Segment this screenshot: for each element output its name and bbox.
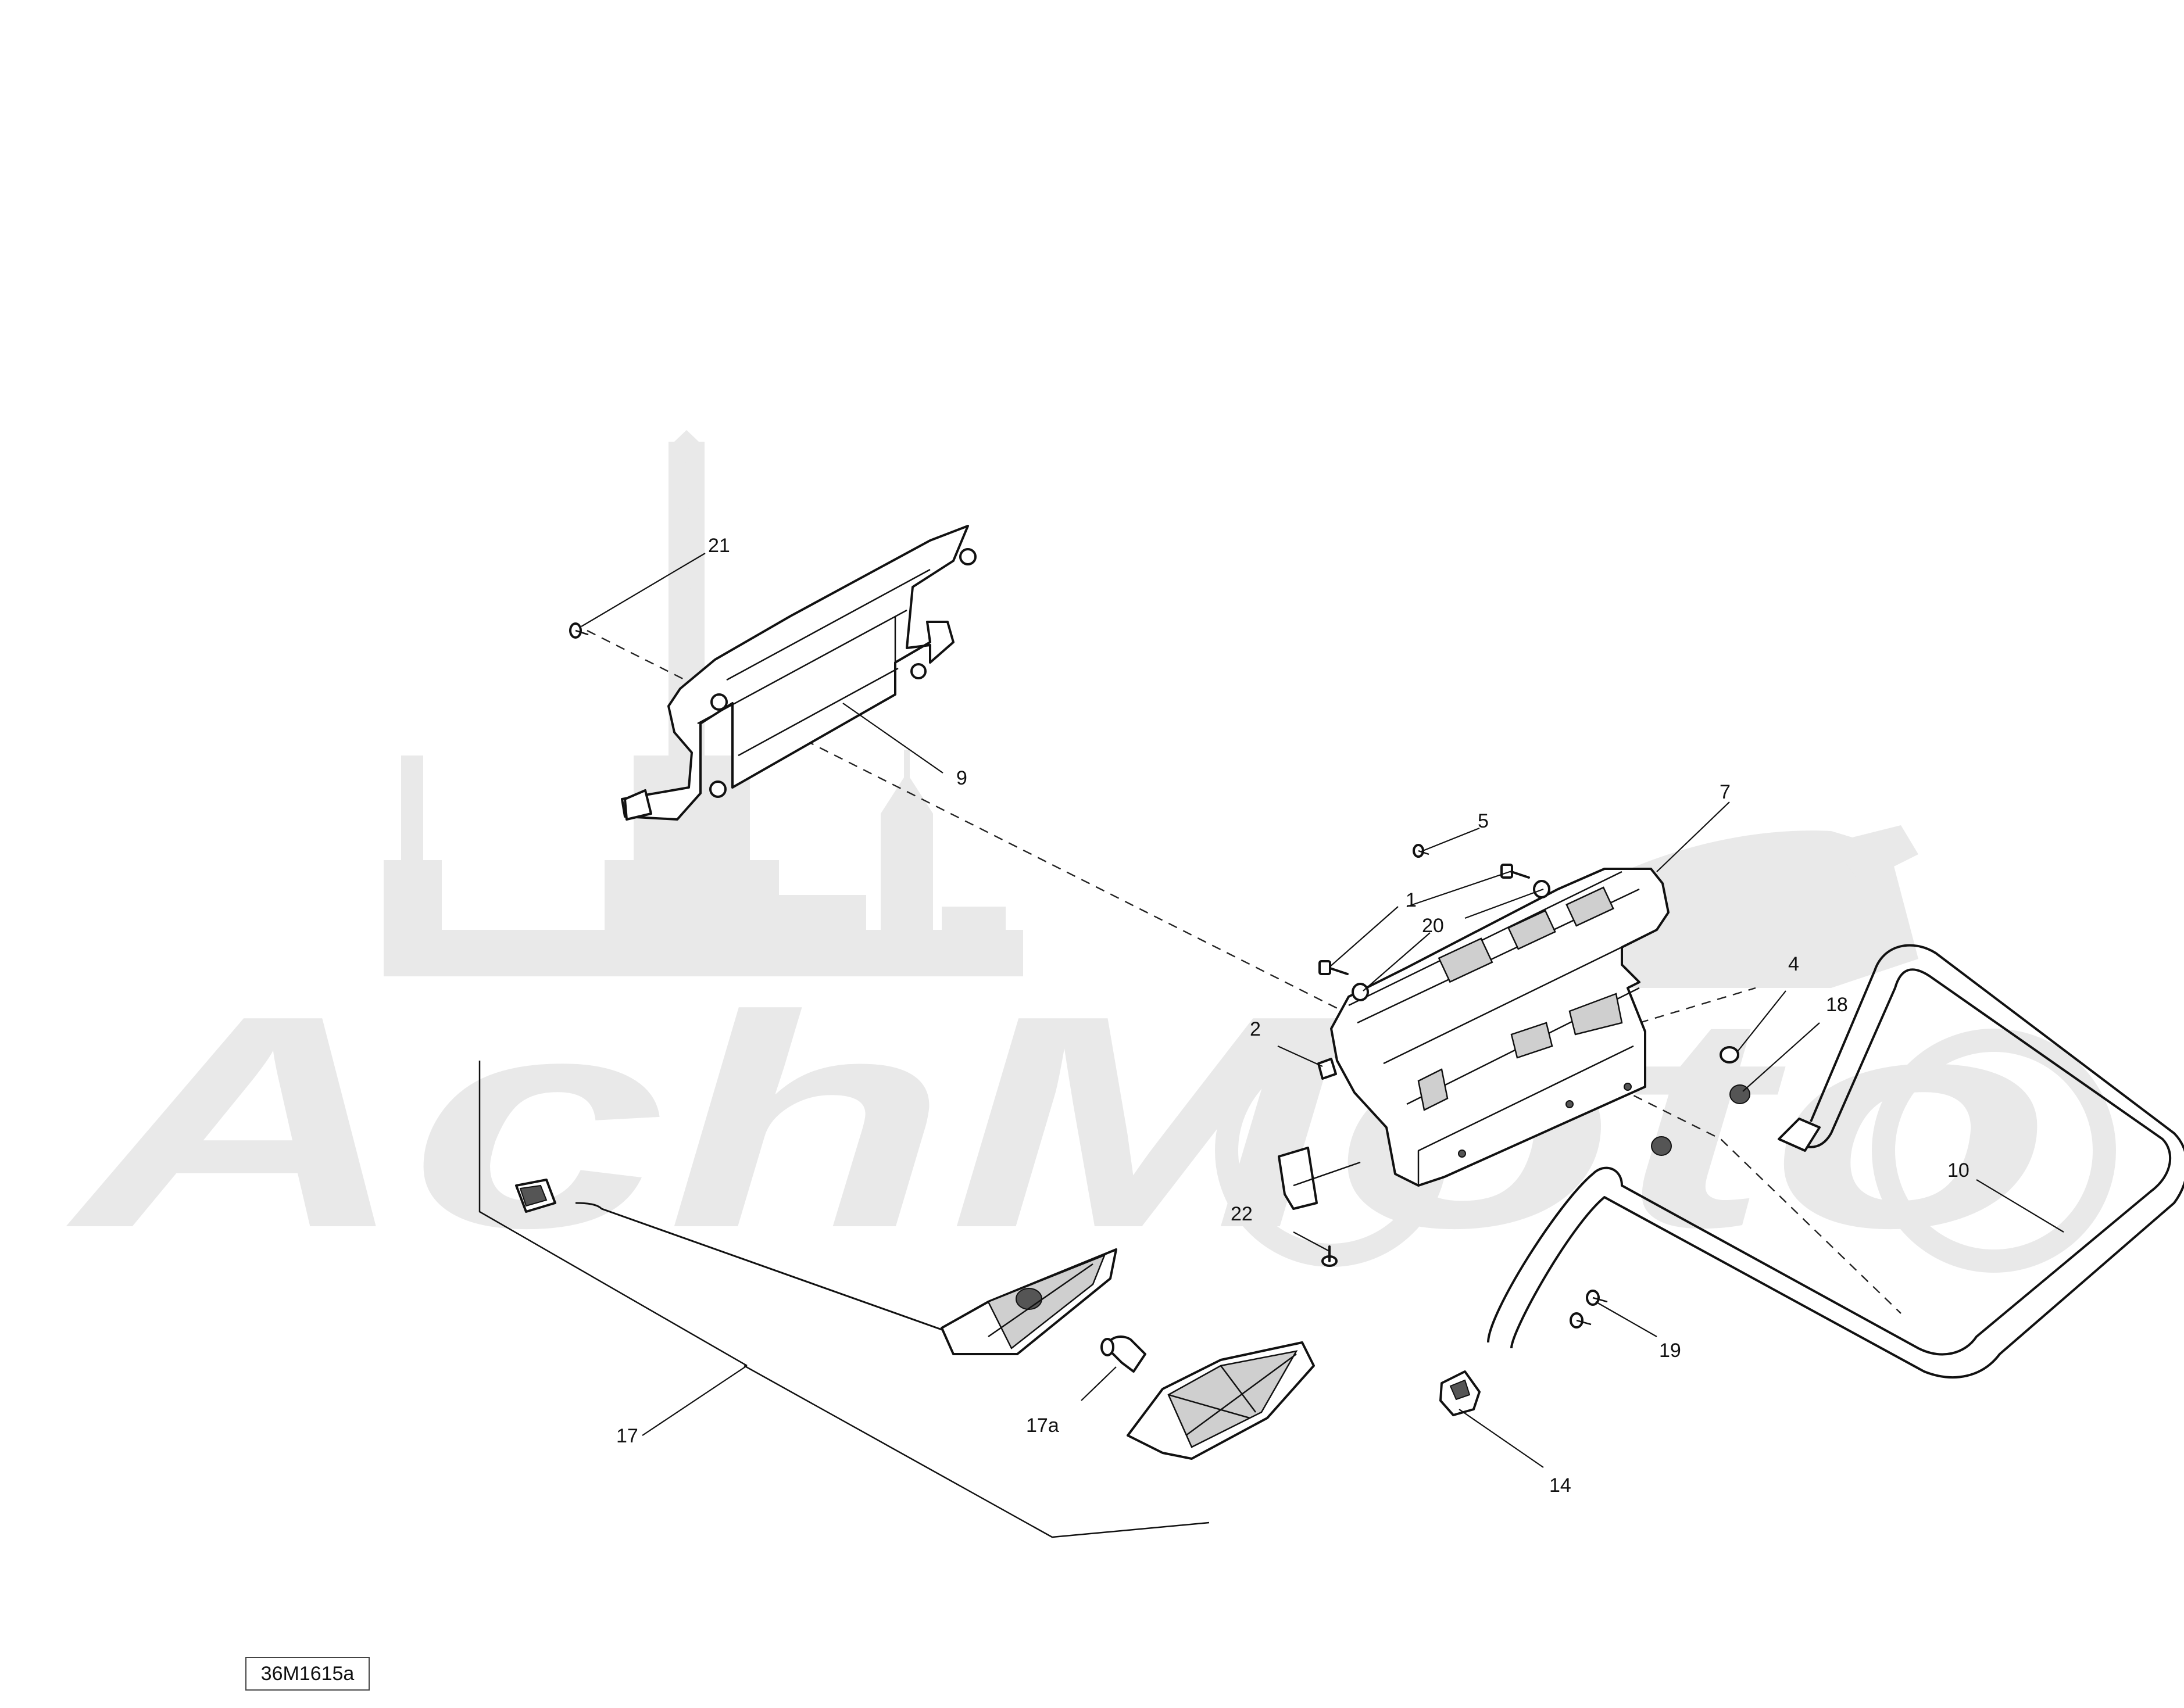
callout-labels: 21 9 5 7 1 20 4 18 2 10 22 19 17a 17 14 [616,535,1969,1496]
part-17-turn-signal [515,1179,1117,1355]
part-9-bracket [621,525,977,821]
callout-18: 18 [1826,994,1848,1016]
part-17a-bulb [1100,1335,1146,1373]
part-lens [1127,1341,1315,1460]
part-10-grab-handle [1487,944,2184,1378]
callout-1: 1 [1406,889,1417,911]
callout-7: 7 [1720,781,1731,803]
callout-19: 19 [1659,1340,1681,1362]
part-22-screw [1321,1245,1338,1267]
part-21-pin [569,622,589,639]
callout-20: 20 [1422,915,1444,937]
callout-22: 22 [1231,1203,1253,1225]
watermark-spire [681,433,692,639]
part-4-nut [1720,1046,1739,1064]
part-2-clip [1317,1058,1337,1080]
callout-21: 21 [708,535,730,557]
callout-17a: 17a [1026,1415,1059,1437]
callout-2: 2 [1250,1018,1261,1040]
leader-lines [581,553,2064,1468]
part-7-housing [1278,868,1670,1210]
callout-14: 14 [1549,1474,1571,1496]
callout-4: 4 [1788,953,1799,975]
callout-10: 10 [1947,1159,1969,1181]
diagram-reference-code: 36M1615a [245,1657,370,1691]
assembly-axis-line-2 [1639,987,1756,1024]
callout-17: 17 [616,1425,638,1447]
callout-9: 9 [956,767,967,789]
callout-5: 5 [1478,810,1489,832]
part-19-screws [1570,1290,1608,1329]
watermark-brand-text: AchMoto [61,953,2052,1291]
part-1-screws [1318,864,1530,975]
watermark: AchMoto [61,430,2116,1291]
watermark-skyline [384,430,1023,976]
part-14-clip [1439,1370,1481,1416]
part-17-group-bracket [478,1061,1210,1538]
